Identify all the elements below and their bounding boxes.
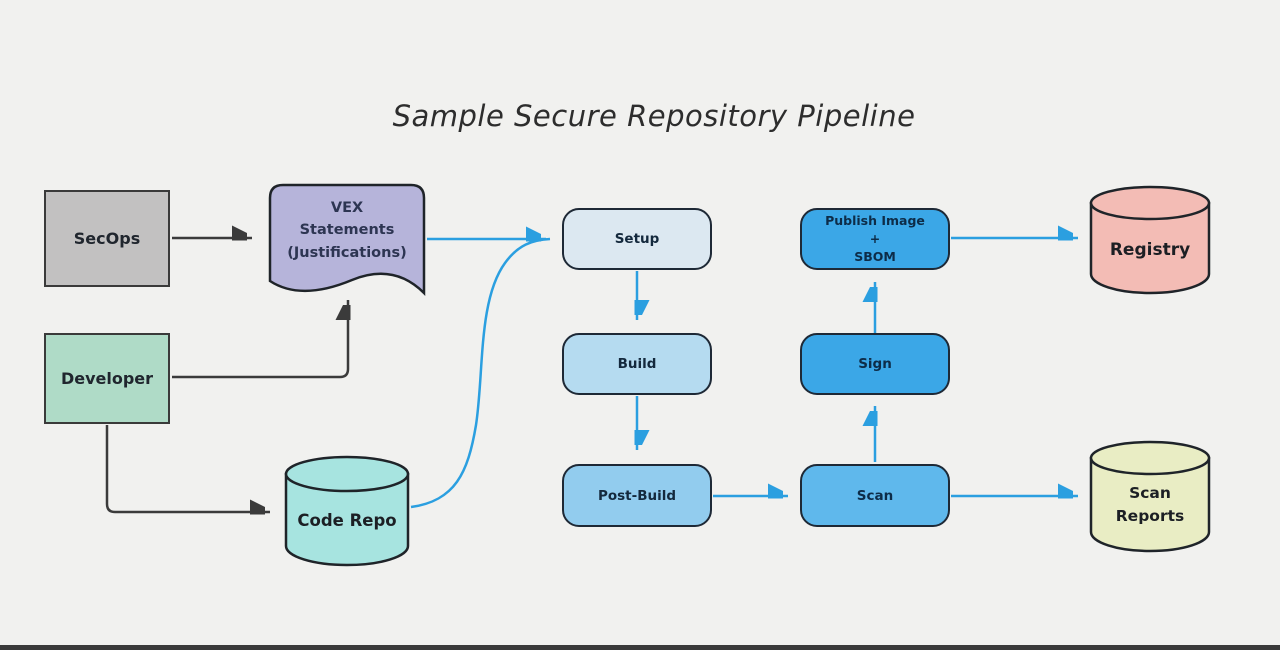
node-vex-label: VEX Statements (Justifications) — [268, 197, 426, 264]
node-scan-reports-label: Scan Reports — [1089, 482, 1211, 529]
publish-line3: SBOM — [854, 249, 896, 265]
node-developer-label: Developer — [60, 369, 154, 388]
cylinder-body — [1089, 456, 1211, 553]
node-registry: Registry — [1089, 185, 1211, 295]
node-developer: Developer — [44, 333, 170, 424]
node-post-build: Post-Build — [562, 464, 712, 527]
cylinder-body — [1089, 201, 1211, 295]
curve-code-repo-to-setup — [410, 237, 551, 509]
node-registry-label: Registry — [1109, 240, 1191, 260]
scan-reports-line2: Reports — [1115, 507, 1185, 526]
diagram-title: Sample Secure Repository Pipeline — [392, 99, 916, 133]
node-setup-label: Setup — [614, 231, 660, 247]
vex-line2: Statements — [299, 222, 395, 239]
arrow-developer-to-vex — [172, 300, 348, 379]
node-scan-reports: Scan Reports — [1089, 440, 1211, 553]
cylinder-top — [1089, 185, 1211, 221]
arrow-developer-to-code-repo — [105, 425, 270, 512]
node-scan-label: Scan — [856, 487, 894, 504]
node-build-label: Build — [617, 356, 657, 372]
node-vex-statements: VEX Statements (Justifications) — [268, 183, 426, 301]
cylinder-top — [1089, 440, 1211, 476]
node-sign: Sign — [800, 333, 950, 395]
node-code-repo-label: Code Repo — [297, 511, 397, 530]
publish-line2: + — [869, 230, 881, 246]
node-scan: Scan — [800, 464, 950, 527]
node-publish-label: Publish Image + SBOM — [825, 212, 925, 266]
cylinder-top — [284, 455, 410, 493]
node-publish-image-sbom: Publish Image + SBOM — [800, 208, 950, 270]
node-setup: Setup — [562, 208, 712, 270]
bottom-edge-bar — [0, 645, 1280, 650]
node-secops: SecOps — [44, 190, 170, 287]
node-build: Build — [562, 333, 712, 395]
node-sign-label: Sign — [858, 356, 892, 372]
node-secops-label: SecOps — [73, 229, 141, 248]
node-post-build-label: Post-Build — [597, 487, 677, 504]
vex-line1: VEX — [330, 200, 364, 216]
scan-reports-line1: Scan — [1129, 484, 1171, 502]
cylinder-body — [284, 472, 410, 567]
document-shape — [268, 183, 426, 297]
publish-line1: Publish Image — [825, 212, 925, 228]
node-code-repo: Code Repo — [284, 455, 410, 567]
vex-line3: (Justifications) — [287, 244, 407, 261]
